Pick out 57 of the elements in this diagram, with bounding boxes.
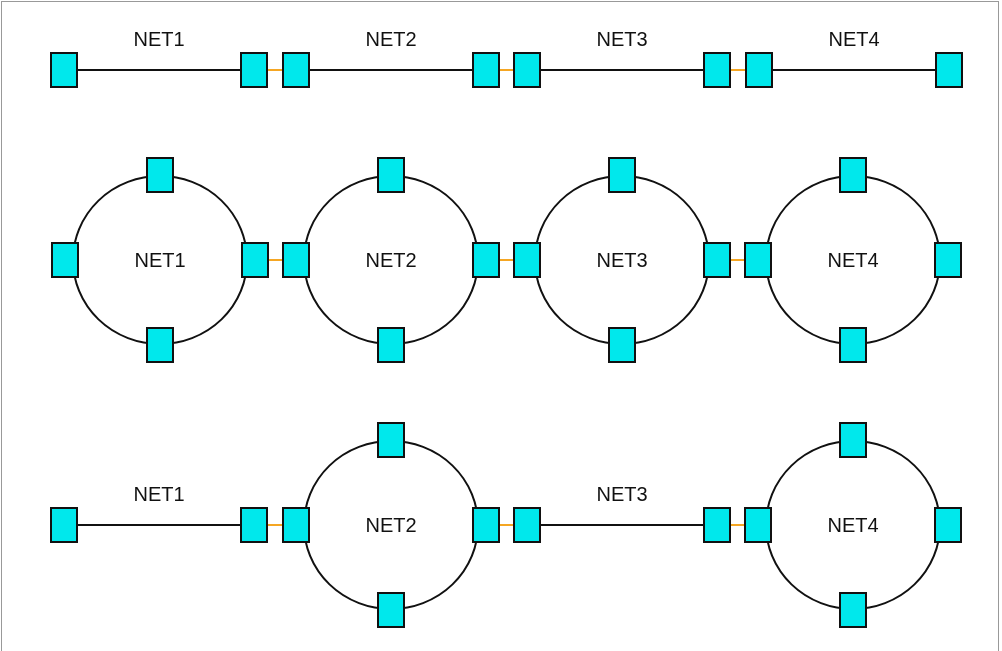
bridge-link <box>730 69 746 71</box>
network-node-box <box>377 592 405 628</box>
network-node-box <box>744 242 772 278</box>
network-label: NET2 <box>364 513 418 537</box>
network-node-box <box>50 507 78 543</box>
network-node-box <box>608 327 636 363</box>
network-node-box <box>608 157 636 193</box>
network-node-box <box>839 422 867 458</box>
network-node-box <box>377 157 405 193</box>
network-node-box <box>377 422 405 458</box>
network-node-box <box>703 507 731 543</box>
bus-line <box>540 69 704 71</box>
network-node-box <box>513 507 541 543</box>
network-node-box <box>703 52 731 88</box>
network-node-box <box>282 507 310 543</box>
network-label: NET4 <box>826 248 880 272</box>
network-node-box <box>472 52 500 88</box>
network-node-box <box>146 327 174 363</box>
bridge-link <box>730 259 745 261</box>
network-node-box <box>934 242 962 278</box>
bus-line <box>77 69 241 71</box>
network-node-box <box>282 52 310 88</box>
bridge-link <box>268 259 283 261</box>
network-node-box <box>50 52 78 88</box>
bridge-link <box>267 69 283 71</box>
bridge-link <box>499 259 514 261</box>
network-node-box <box>934 507 962 543</box>
network-node-box <box>51 242 79 278</box>
network-label: NET3 <box>595 248 649 272</box>
network-node-box <box>839 592 867 628</box>
network-node-box <box>472 507 500 543</box>
network-label: NET2 <box>364 248 418 272</box>
network-node-box <box>839 157 867 193</box>
network-node-box <box>839 327 867 363</box>
network-node-box <box>240 507 268 543</box>
bus-line <box>309 69 473 71</box>
bridge-link <box>267 524 283 526</box>
network-node-box <box>744 507 772 543</box>
network-node-box <box>935 52 963 88</box>
network-node-box <box>240 52 268 88</box>
network-node-box <box>241 242 269 278</box>
network-node-box <box>513 242 541 278</box>
bus-line <box>772 69 936 71</box>
bridge-link <box>499 69 514 71</box>
bridge-link <box>730 524 745 526</box>
network-label: NET1 <box>133 248 187 272</box>
bus-line <box>77 524 241 526</box>
network-node-box <box>282 242 310 278</box>
network-node-box <box>703 242 731 278</box>
bus-line <box>540 524 704 526</box>
network-node-box <box>146 157 174 193</box>
network-node-box <box>472 242 500 278</box>
bridge-link <box>499 524 514 526</box>
network-node-box <box>745 52 773 88</box>
network-node-box <box>377 327 405 363</box>
network-label: NET4 <box>826 513 880 537</box>
network-node-box <box>513 52 541 88</box>
